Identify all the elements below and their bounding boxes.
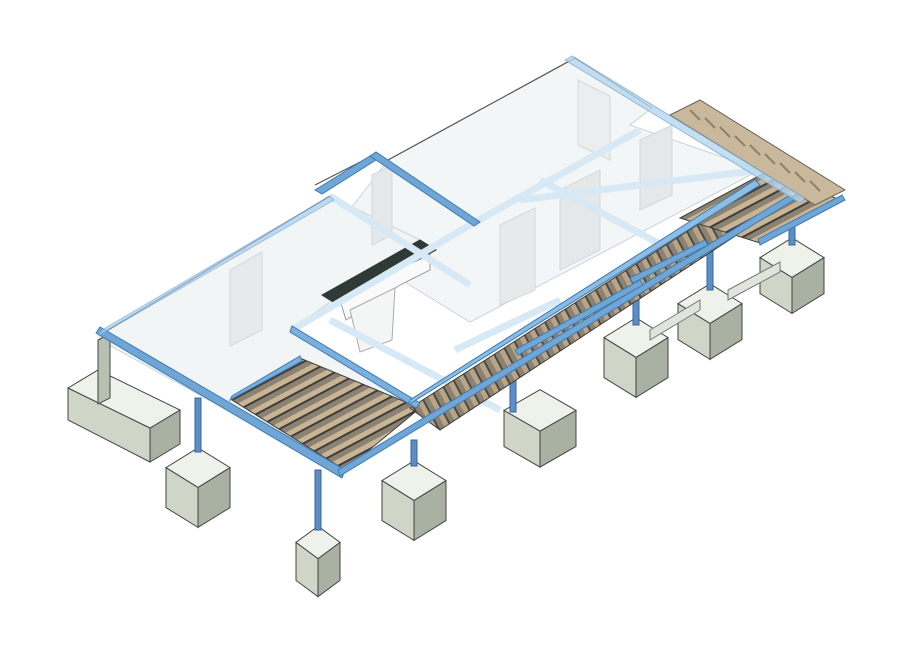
steel-beam	[629, 239, 709, 284]
steel-beam	[369, 151, 481, 227]
steel-frame	[95, 55, 846, 479]
concrete-footings	[66, 237, 825, 598]
grade-beam	[649, 299, 701, 341]
wall-ghost	[499, 207, 536, 306]
steel-column	[194, 397, 202, 453]
footing-pad	[165, 447, 231, 529]
footing-pad	[381, 460, 447, 542]
footing-pad	[295, 525, 341, 598]
grade-beam	[727, 261, 781, 301]
steel-beam	[289, 325, 421, 409]
wall-ghost	[577, 79, 611, 161]
steel-beam	[228, 355, 303, 402]
footing-pad	[502, 389, 578, 468]
steel-beam	[406, 179, 761, 407]
steel-column	[410, 439, 418, 467]
stair-icon	[321, 239, 437, 353]
footing-pad	[603, 317, 669, 399]
footing-strip	[66, 333, 182, 463]
steel-beam	[757, 194, 846, 246]
steel-beam	[514, 279, 644, 356]
steel-beam	[97, 195, 335, 337]
wall-ghost	[229, 251, 263, 347]
steel-column	[314, 469, 322, 531]
wall-ghost	[639, 124, 673, 211]
steel-beam	[564, 55, 806, 204]
